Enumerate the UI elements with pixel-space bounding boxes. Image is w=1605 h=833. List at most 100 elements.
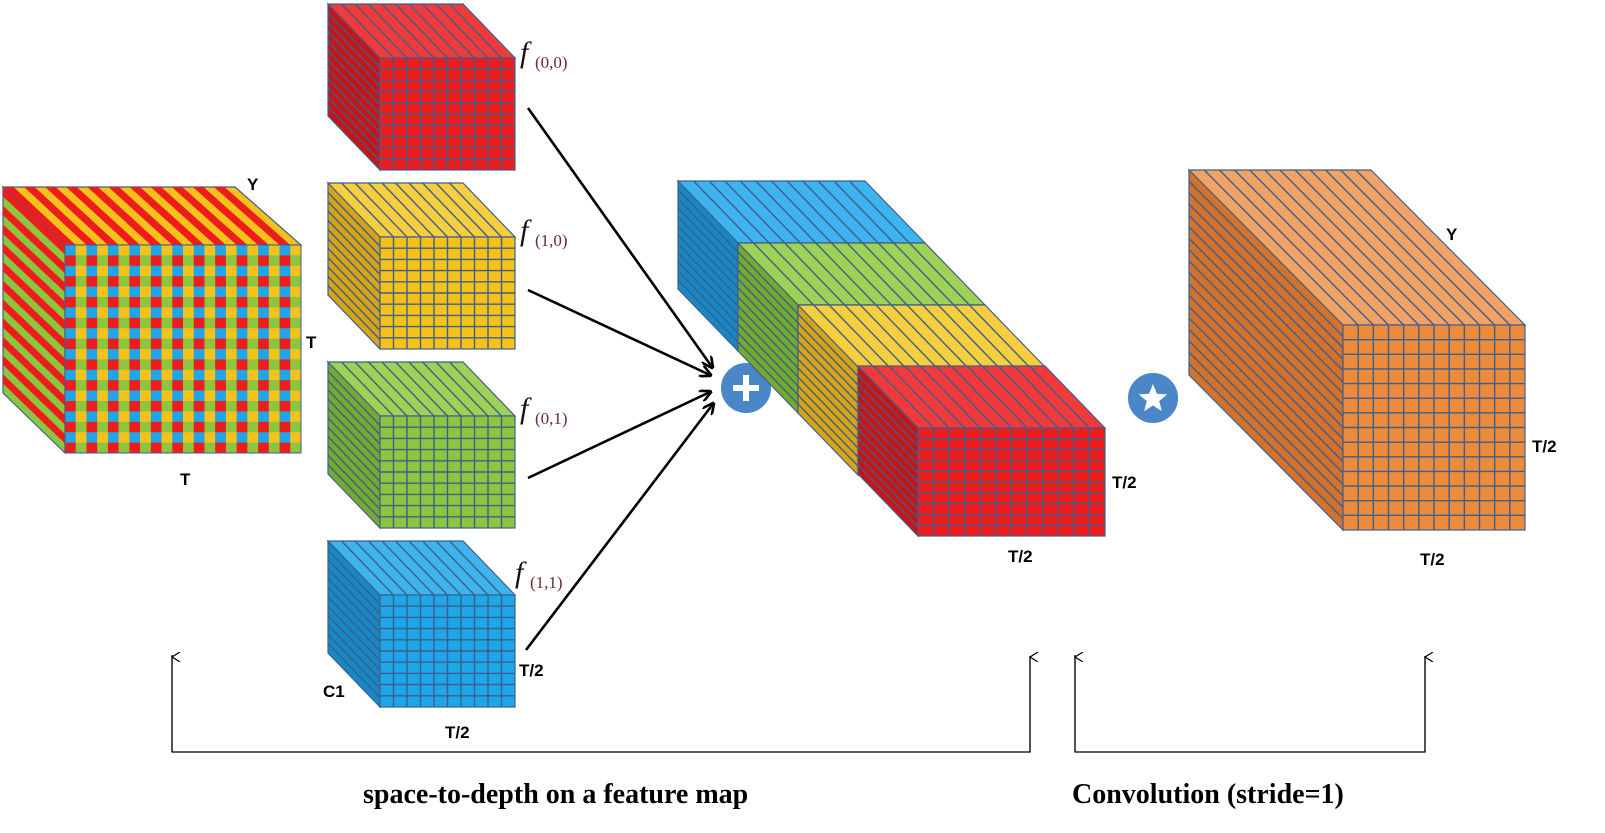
concat-arrows — [524, 107, 713, 651]
input-front-cell — [290, 349, 302, 360]
input-front-cell — [118, 286, 130, 298]
sub-map-blue-side-line — [327, 587, 381, 643]
input-front-cell — [279, 421, 291, 433]
input-front-cell — [97, 276, 109, 287]
caption-space-to-depth: space-to-depth on a feature map — [363, 779, 748, 810]
input-front-cell — [258, 401, 270, 412]
input-front-cell — [193, 297, 205, 308]
input-front-cell — [161, 338, 173, 350]
input-front-cell — [290, 317, 302, 329]
input-front-cell — [86, 359, 98, 371]
input-front-cell — [129, 276, 141, 287]
input-side-stripe — [3, 224, 65, 293]
input-front-cell — [268, 338, 280, 350]
stacked-slab-blue-top-line — [848, 180, 910, 244]
stacked-slab-green-top-line — [862, 242, 924, 306]
input-front-cell — [140, 328, 152, 339]
input-front-cell — [215, 286, 227, 298]
input-front-cell — [86, 421, 98, 433]
input-front-cell — [279, 359, 291, 371]
input-front-cell — [247, 411, 259, 423]
input-front-cell — [118, 276, 130, 287]
input-top-stripe — [171, 187, 248, 245]
sub-map-red-side-line — [327, 68, 381, 124]
stacked-slab-yellow-top-line — [906, 304, 968, 368]
sub-map-blue-side-line — [327, 577, 381, 633]
input-front-cell — [215, 421, 227, 433]
input-front-cell — [172, 442, 184, 454]
input-front-cell — [258, 307, 270, 319]
input-front-cell — [97, 307, 109, 319]
stacked-slab-yellow-side-line — [797, 385, 859, 449]
stacked-slab-yellow-side-line — [797, 349, 859, 413]
input-front-cell — [247, 338, 259, 350]
input-front-cell — [258, 432, 270, 443]
input-front-cell — [161, 245, 173, 256]
input-front-cell — [75, 245, 87, 256]
sub-map-green-side-line — [327, 445, 381, 501]
input-front-cell — [193, 390, 205, 402]
input-front-cell — [236, 286, 248, 298]
input-front-cell — [65, 442, 77, 454]
input-front-cell — [129, 401, 141, 412]
svg-text:f: f — [515, 556, 527, 589]
stacked-slab-yellow-side-line — [797, 358, 859, 422]
stacked-slab-green-top-line — [815, 242, 877, 306]
output-cube-side-line — [1188, 192, 1344, 349]
input-front-cell — [290, 401, 302, 412]
input-front-cell — [97, 286, 109, 298]
input-front-cell — [236, 390, 248, 402]
stacked-slab-blue-side-line — [677, 270, 739, 334]
input-front-cell — [258, 286, 270, 298]
input-front-cell — [75, 421, 87, 433]
stacked-slab-red-side-line — [857, 410, 919, 474]
input-front-cell — [129, 286, 141, 298]
stacked-slab-red-side-line — [857, 374, 919, 438]
input-front-cell — [225, 338, 237, 350]
input-front-cell — [183, 359, 195, 371]
input-front-cell — [65, 380, 77, 391]
stacked-slab-yellow-top-line — [937, 304, 999, 368]
input-front-cell — [161, 390, 173, 402]
svg-text:(1,1): (1,1) — [530, 573, 563, 592]
input-front-cell — [204, 286, 216, 298]
input-front-cell — [150, 317, 162, 329]
input-front-cell — [118, 401, 130, 412]
input-front-cell — [268, 276, 280, 287]
output-cube-side-line — [1188, 203, 1344, 360]
sub-map-yellow — [326, 181, 517, 351]
sub-map-green-top-line — [381, 361, 435, 417]
input-front-cell — [150, 338, 162, 350]
input-front-cell — [247, 369, 259, 381]
input-front-cell — [268, 411, 280, 423]
input-front-cell — [118, 369, 130, 381]
input-top-stripe — [87, 187, 162, 245]
output-cube-top-line — [1340, 169, 1496, 326]
input-front-cell — [118, 245, 130, 256]
sub-map-blue-top-line — [394, 540, 449, 596]
input-front-cell — [118, 317, 130, 329]
input-front-cell — [172, 286, 184, 298]
input-front-cell — [268, 369, 280, 381]
input-front-cell — [225, 432, 237, 443]
sub-map-green-top-line — [394, 361, 449, 417]
input-front-cell — [247, 286, 259, 298]
input-front-cell — [268, 286, 280, 298]
input-front-cell — [161, 421, 173, 433]
input-front-cell — [75, 411, 87, 423]
input-front-cell — [65, 276, 77, 287]
input-front-cell — [107, 421, 119, 433]
input-front-cell — [225, 369, 237, 381]
input-top-stripe — [45, 187, 119, 245]
input-front-cell — [129, 380, 141, 391]
input-front-cell — [129, 265, 141, 277]
input-front-cell — [183, 421, 195, 433]
input-front-cell — [236, 265, 248, 277]
stacked-slab-yellow-side-line — [797, 331, 859, 395]
input-front-cell — [247, 390, 259, 402]
stacked-slab-yellow-top-line — [844, 304, 906, 368]
sub-map-red-top-line — [394, 3, 449, 59]
input-front-cell — [183, 442, 195, 454]
sub-map-yellow-side-line — [327, 285, 381, 341]
input-front-cell — [65, 432, 77, 443]
